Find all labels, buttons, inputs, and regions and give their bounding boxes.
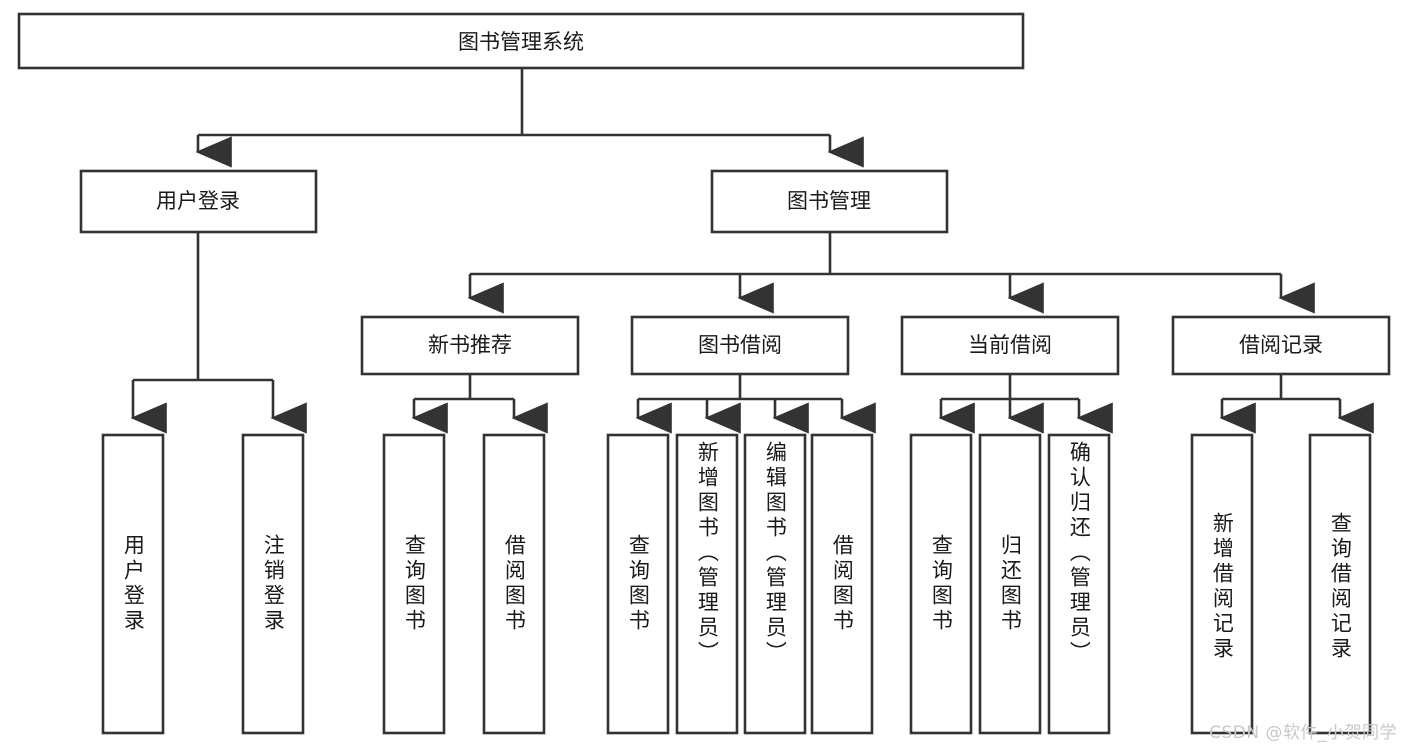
- leaf-box-query-book-1[interactable]: [382, 433, 446, 735]
- connector-userlogin-to-leaves: [130, 232, 307, 434]
- node-book-manage[interactable]: [710, 169, 949, 234]
- leaf-box-query-book-3[interactable]: [909, 433, 973, 735]
- node-book-borrow[interactable]: [630, 315, 850, 376]
- node-user-login[interactable]: [79, 169, 318, 234]
- node-borrow-record-label: 借阅记录: [1239, 333, 1323, 357]
- leaf-box-return-book[interactable]: [978, 433, 1042, 735]
- node-new-book-recommend[interactable]: [360, 315, 580, 376]
- node-book-manage-label: 图书管理: [787, 189, 871, 213]
- node-new-book-recommend-label: 新书推荐: [428, 333, 512, 357]
- node-current-borrow-label: 当前借阅: [968, 333, 1052, 357]
- connector-newbook-to-leaves: [411, 374, 548, 434]
- leaf-box-user-logout[interactable]: [241, 433, 305, 735]
- node-book-borrow-label: 图书借阅: [698, 333, 782, 357]
- leaf-box-edit-book[interactable]: [743, 433, 807, 735]
- node-user-login-label: 用户登录: [156, 189, 240, 213]
- node-borrow-record[interactable]: [1171, 315, 1391, 376]
- connector-root-to-level2: [195, 68, 864, 168]
- csdn-watermark: CSDN @软件_小贺同学: [1209, 723, 1397, 743]
- connector-bookborrow-to-leaves: [635, 374, 876, 434]
- node-root[interactable]: [17, 12, 1025, 70]
- connector-borrowrecord-to-leaves: [1219, 374, 1374, 434]
- leaf-box-borrow-book-2[interactable]: [810, 433, 874, 735]
- leaf-box-query-record[interactable]: [1308, 433, 1372, 735]
- leaf-box-query-book-2[interactable]: [606, 433, 670, 735]
- leaf-box-add-book[interactable]: [675, 433, 739, 735]
- leaf-box-add-record[interactable]: [1190, 433, 1254, 735]
- connector-bookmanage-to-level3: [467, 232, 1315, 314]
- leaf-box-borrow-book-1[interactable]: [482, 433, 546, 735]
- leaf-box-user-login[interactable]: [101, 433, 165, 735]
- node-current-borrow[interactable]: [900, 315, 1120, 376]
- node-root-label: 图书管理系统: [458, 30, 584, 54]
- leaf-box-confirm-return[interactable]: [1047, 433, 1111, 735]
- connector-currentborrow-to-leaves: [938, 374, 1113, 434]
